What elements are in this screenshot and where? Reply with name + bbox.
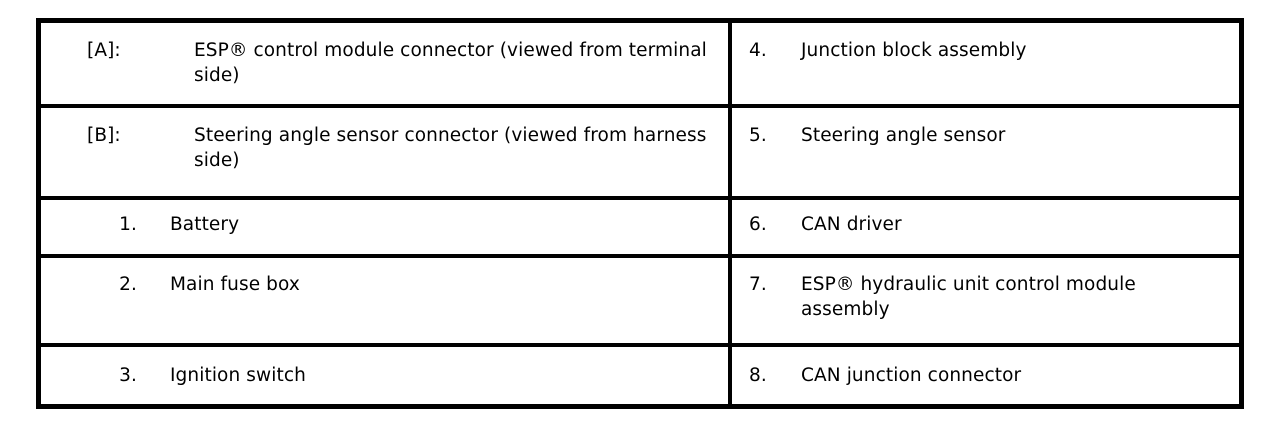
component-legend-table: [A]: ESP® control module connector (view… xyxy=(36,18,1244,409)
legend-cell-right: 6. CAN driver xyxy=(730,197,1242,256)
legend-cell-left: [B]: Steering angle sensor connector (vi… xyxy=(38,105,732,198)
legend-marker: [B]: xyxy=(87,124,121,146)
legend-table-container: [A]: ESP® control module connector (view… xyxy=(36,18,1244,409)
table-row: [B]: Steering angle sensor connector (vi… xyxy=(38,105,1242,198)
table-row: [A]: ESP® control module connector (view… xyxy=(38,20,1242,106)
legend-label: Junction block assembly xyxy=(801,40,1027,61)
legend-cell-left: [A]: ESP® control module connector (view… xyxy=(38,20,732,106)
legend-label: Ignition switch xyxy=(170,364,306,386)
legend-label: Steering angle sensor xyxy=(801,124,1006,146)
legend-label: Steering angle sensor connector (viewed … xyxy=(194,124,707,171)
legend-cell-left: 2. Main fuse box xyxy=(38,255,732,345)
legend-marker: 5. xyxy=(749,124,767,146)
table-row: 3. Ignition switch 8. CAN junction conne… xyxy=(38,344,1242,407)
legend-cell-right: 5. Steering angle sensor xyxy=(730,105,1242,198)
legend-label: ESP® control module connector (viewed fr… xyxy=(194,40,707,86)
legend-label: Battery xyxy=(170,213,240,235)
legend-marker: 1. xyxy=(119,213,137,235)
legend-cell-left: 3. Ignition switch xyxy=(38,344,732,407)
table-row: 2. Main fuse box 7. ESP® hydraulic unit … xyxy=(38,255,1242,345)
legend-marker: 4. xyxy=(749,40,767,61)
legend-cell-left: 1. Battery xyxy=(38,197,732,256)
legend-marker: 7. xyxy=(749,273,767,295)
legend-marker: 2. xyxy=(119,273,137,295)
table-row: 1. Battery 6. CAN driver xyxy=(38,197,1242,256)
legend-label: ESP® hydraulic unit control module assem… xyxy=(801,273,1136,320)
legend-label: CAN driver xyxy=(801,213,902,235)
legend-marker: 6. xyxy=(749,213,767,235)
legend-cell-right: 4. Junction block assembly xyxy=(730,20,1242,106)
legend-cell-right: 7. ESP® hydraulic unit control module as… xyxy=(730,255,1242,345)
legend-label: Main fuse box xyxy=(170,273,300,295)
legend-marker: 3. xyxy=(119,364,137,386)
legend-table-body: [A]: ESP® control module connector (view… xyxy=(38,20,1242,407)
legend-marker: [A]: xyxy=(87,40,121,61)
legend-marker: 8. xyxy=(749,364,767,386)
legend-cell-right: 8. CAN junction connector xyxy=(730,344,1242,407)
legend-label: CAN junction connector xyxy=(801,364,1022,386)
